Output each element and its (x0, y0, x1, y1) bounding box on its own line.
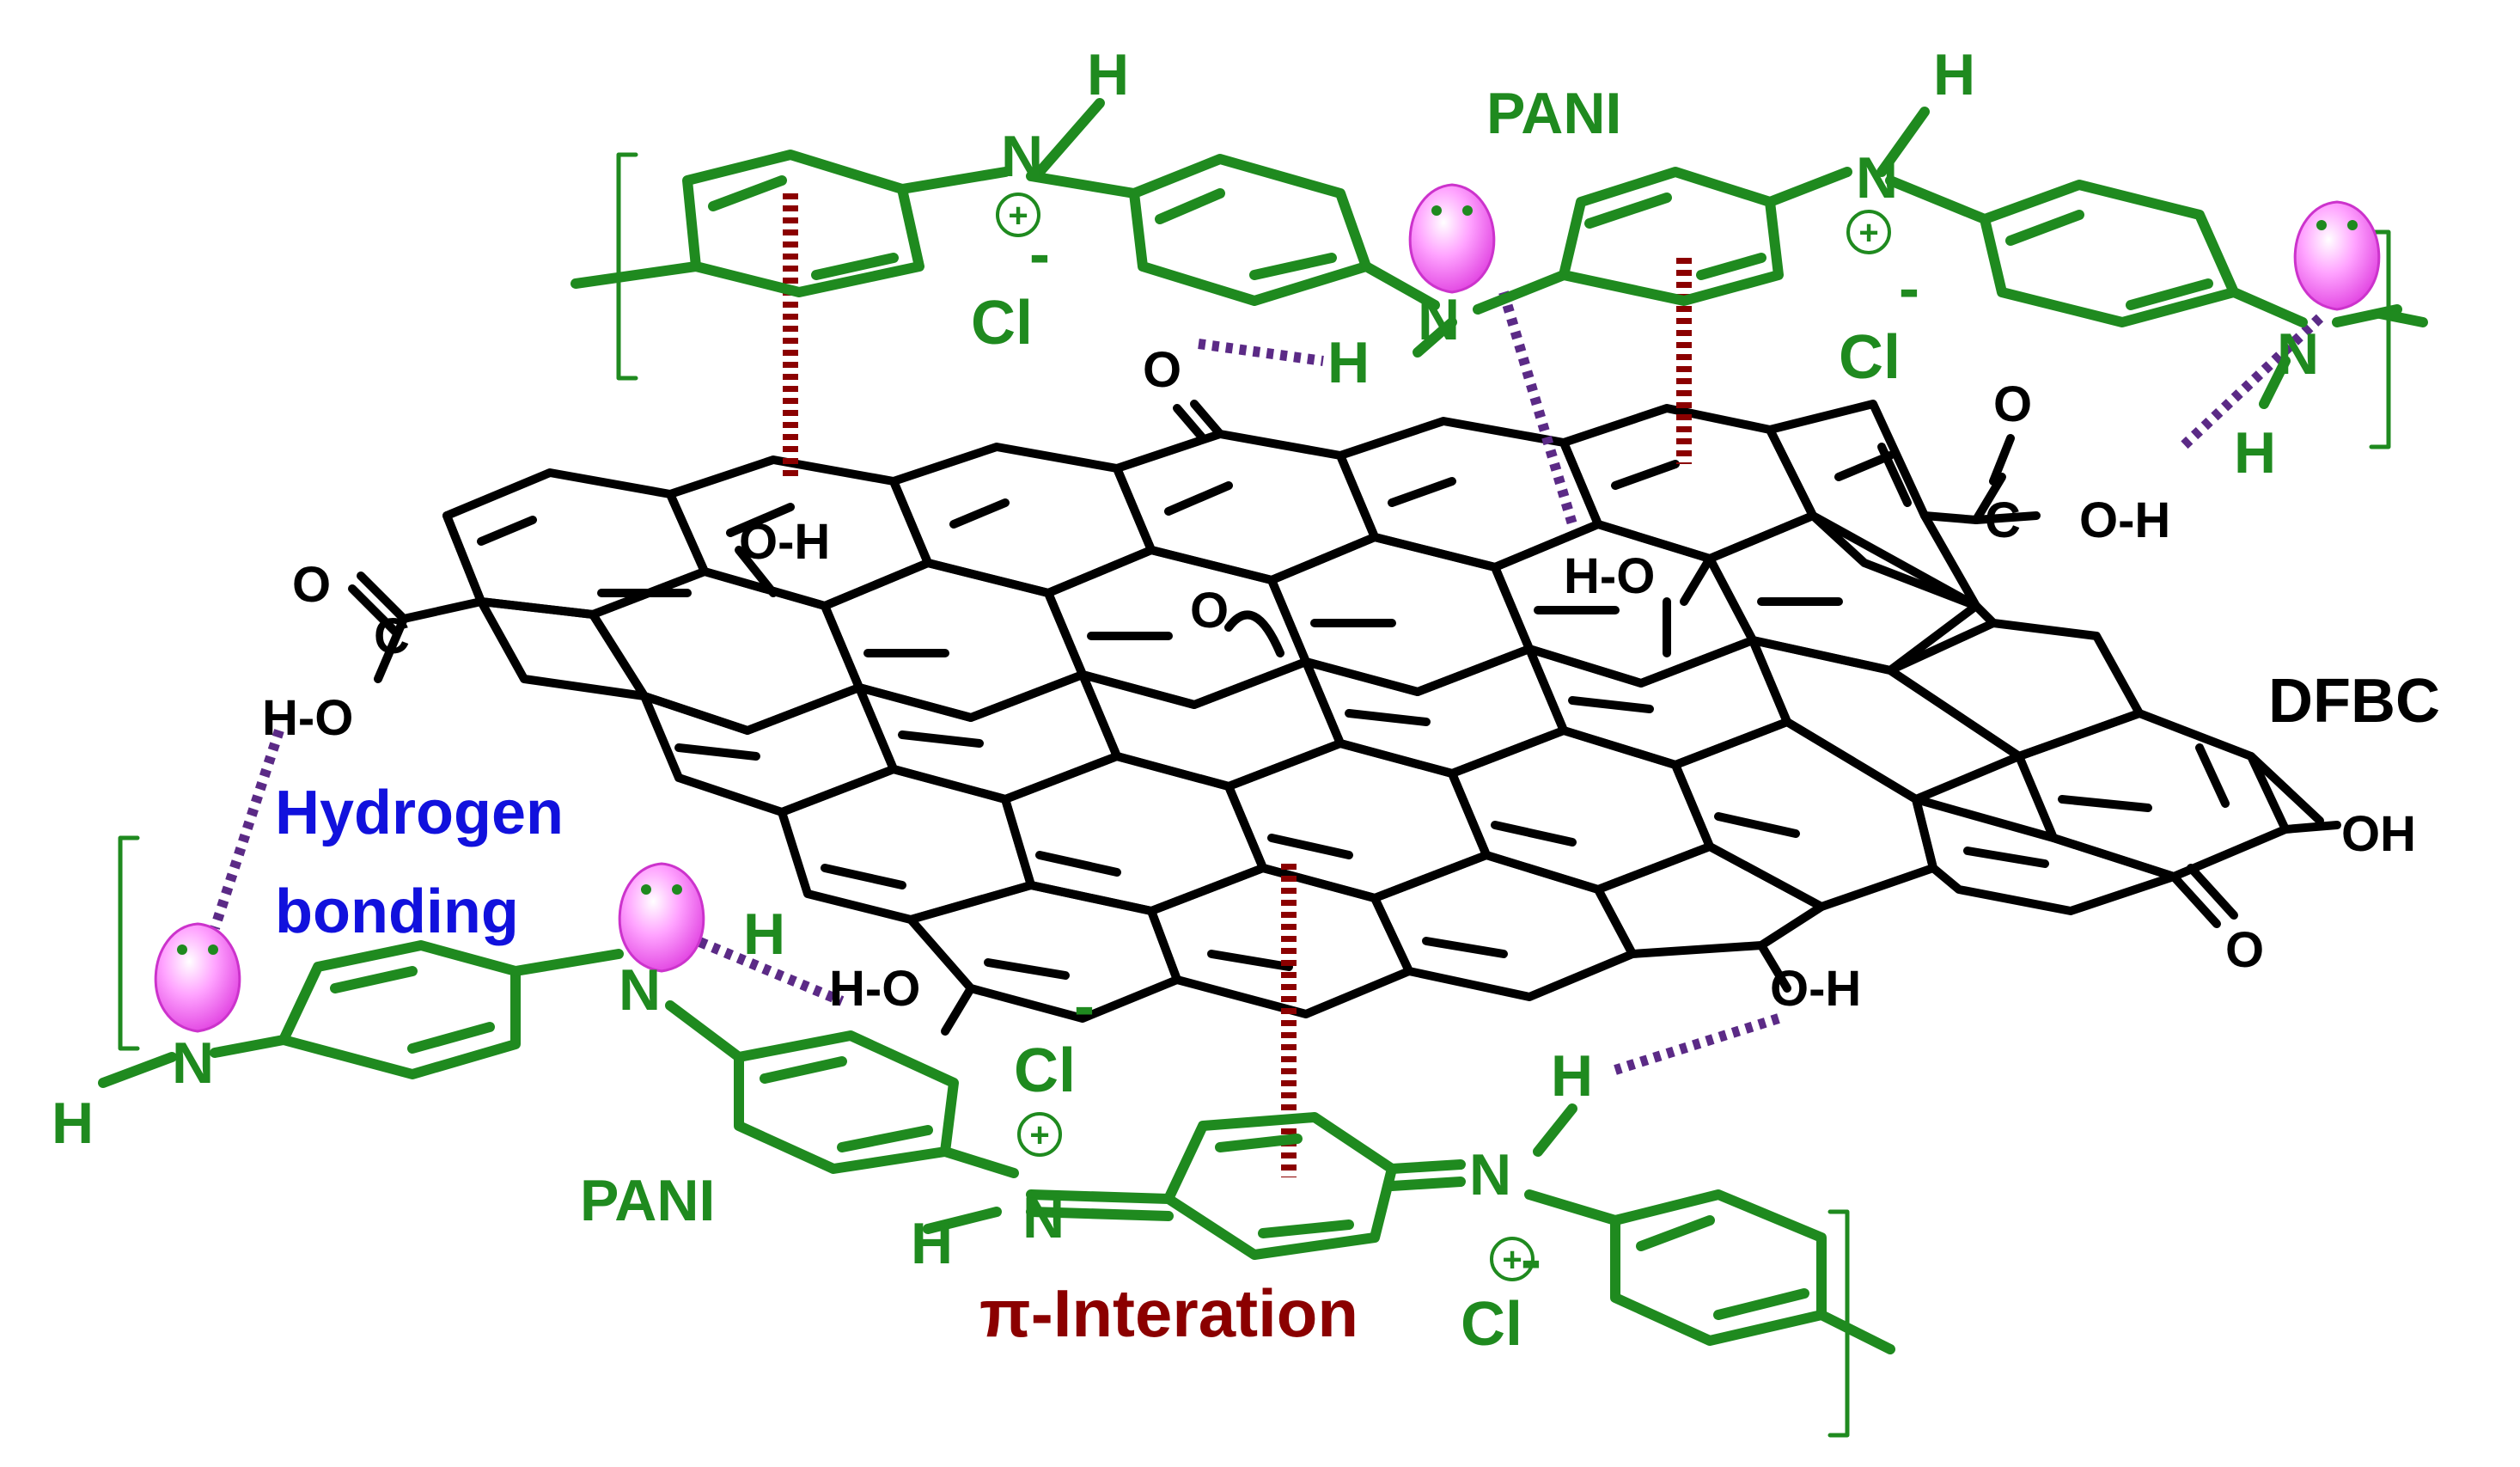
hydroxyl-top-mid: H-O (1564, 548, 1655, 604)
h-atom-top-2: H (1933, 42, 1975, 107)
n-atom-bottom-1: N (172, 1030, 214, 1096)
carboxyl-oh-left: H-O (262, 690, 353, 746)
lone-pair-4 (618, 862, 705, 973)
carboxyl-c-top: C (1985, 492, 2021, 548)
carbonyl-o-top: O (1143, 342, 1181, 398)
n-atom-top-4: N (2277, 321, 2319, 387)
h-atom-bottom-1: H (52, 1091, 94, 1156)
pi-stacking-lines (783, 193, 1692, 1177)
pani-atom-labels: H N H N N H N H N H N H N H N H (52, 42, 2319, 1276)
chloride-1: Cl (971, 289, 1033, 358)
h-atom-bottom-2: H (743, 902, 785, 967)
carboxyl-c-left: C (374, 608, 410, 664)
hydrogen-bonding-label-line1: Hydrogen (275, 779, 564, 847)
chloride-1-minus: - (1029, 220, 1050, 289)
pani-top-label: PANI (1486, 81, 1621, 146)
hbond-line-4 (210, 729, 284, 930)
n-atom-top-1: N (1001, 124, 1043, 189)
n-atom-bottom-4: N (1469, 1142, 1511, 1207)
h-atom-bottom-4: H (1551, 1043, 1593, 1109)
plus-sign-1: + (1008, 197, 1028, 235)
plus-sign-2: + (1858, 214, 1878, 252)
h-atom-top-4: H (2234, 420, 2276, 486)
hydroxyl-right: OH (2341, 806, 2416, 862)
positive-charge-circles (996, 193, 1891, 1281)
hydrogen-bonding-label-line2: bonding (275, 877, 519, 946)
carboxyl-o-left: O (292, 557, 331, 613)
h-atom-top-3: H (1327, 330, 1370, 395)
h-atom-bottom-3: H (911, 1211, 953, 1276)
n-atom-top-2: N (1856, 145, 1898, 211)
hbond-line-6 (1614, 1013, 1780, 1075)
lone-pair-3 (154, 922, 241, 1033)
chloride-2: Cl (1839, 323, 1901, 392)
plus-sign-4: + (1502, 1241, 1522, 1279)
plus-sign-3: + (1029, 1116, 1049, 1154)
hydrogen-bond-lines (210, 290, 2324, 1075)
chloride-3-minus: - (1074, 972, 1095, 1041)
hydroxyl-bottom-mid: O-H (1770, 961, 1861, 1017)
hbond-line-3 (2178, 314, 2324, 451)
carboxyl-o-top: O (1993, 376, 2032, 432)
chloride-4-minus: - (1521, 1226, 1541, 1294)
hbond-line-5 (685, 932, 845, 1006)
lone-pair-lobes (154, 183, 2381, 1033)
hbond-line-2 (1498, 290, 1577, 526)
chloride-labels: Cl - Cl - Cl - Cl - (971, 220, 1919, 1359)
hydroxyl-top-left: O-H (739, 514, 830, 570)
hbond-line-1 (1198, 339, 1324, 366)
epoxide-o: O (1190, 583, 1229, 639)
dfbc-label: DFBC (2268, 667, 2440, 736)
pani-bottom-label: PANI (580, 1168, 715, 1233)
positive-charge-signs: + + + + (1008, 197, 1878, 1279)
dfbc-graphene-sheet (348, 400, 2341, 1036)
hydroxyl-bottom-left: H-O (829, 961, 920, 1017)
chloride-3: Cl (1014, 1036, 1076, 1105)
n-atom-bottom-3: N (1022, 1185, 1065, 1250)
chloride-4: Cl (1461, 1290, 1522, 1359)
pani-chains (98, 98, 2428, 1438)
chloride-2-minus: - (1899, 254, 1919, 323)
carbonyl-o-right: O (2225, 922, 2264, 978)
lone-pair-2 (2293, 200, 2381, 311)
carboxyl-oh-top: O-H (2079, 492, 2170, 548)
n-atom-bottom-2: N (619, 957, 661, 1023)
n-atom-top-3: N (1418, 287, 1460, 352)
pi-interaction-label: π-Interation (979, 1275, 1358, 1351)
h-atom-top-1: H (1087, 42, 1129, 107)
lone-pair-1 (1408, 183, 1496, 294)
dfbc-atom-labels: O O C O-H O-H H-O O O C H-O H-O O-H OH O (262, 342, 2416, 1017)
